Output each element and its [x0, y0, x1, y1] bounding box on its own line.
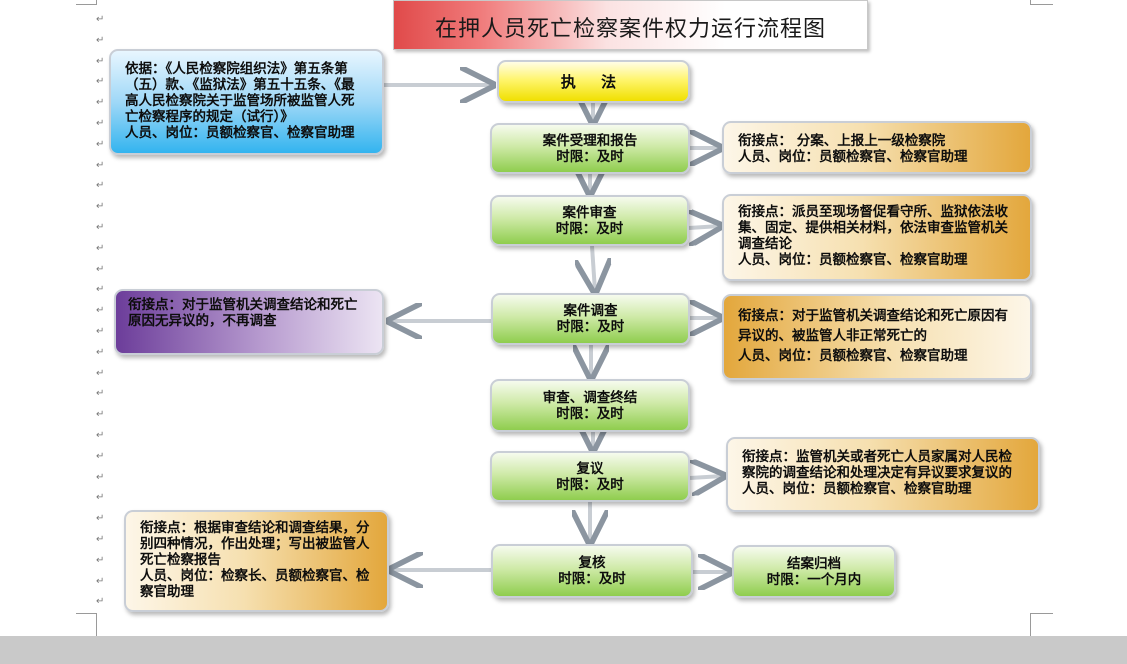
connector-s2-to-s3	[592, 245, 595, 291]
paragraph-mark: ↵	[96, 492, 105, 504]
basis-line: 人员、岗位：员额检察官、检察官助理	[125, 125, 355, 141]
step-name: 审查、调查终结	[542, 389, 638, 406]
paragraph-mark: ↵	[96, 429, 105, 441]
paragraph-mark: ↵	[96, 554, 105, 566]
exec-label: 执 法	[560, 72, 627, 91]
paragraph-mark: ↵	[96, 471, 105, 483]
paragraph-mark: ↵	[96, 513, 105, 525]
connector-s5-to-note4	[689, 476, 723, 478]
note-line: 衔接点：对于监管机关调查结论和死亡原因有	[738, 308, 1008, 324]
note-line: 人员、岗位：员额检察官、检察官助理	[742, 481, 972, 497]
note-line: 集、固定、提供相关材料，依法审查监管机关	[738, 220, 1008, 236]
basis-line: （五）款、《监狱法》第五十五条、《最	[125, 77, 355, 93]
note-investigate: 衔接点：对于监管机关调查结论和死亡原因有 异议的、被监管人非正常死亡的 人员、岗…	[722, 294, 1032, 380]
note-line: 衔接点： 分案、上报上一级检察院	[738, 133, 946, 149]
corner-mark-bottom-right	[1030, 613, 1053, 636]
note-line: 人员、岗位：员额检察官、检察官助理	[738, 348, 968, 364]
page-edge	[0, 636, 1127, 664]
paragraph-mark: ↵	[96, 533, 105, 545]
basis-line: 亡检察程序的规定（试行）》	[125, 109, 294, 125]
step-limit: 时限：及时	[556, 148, 624, 165]
paragraph-mark: ↵	[96, 305, 105, 317]
corner-mark-top-left	[76, 0, 97, 5]
note-line: 衔接点：对于监管机关调查结论和死亡	[128, 297, 358, 313]
step-review: 案件审查 时限：及时	[490, 195, 689, 246]
note-accept-report: 衔接点： 分案、上报上一级检察院 人员、岗位：员额检察官、检察官助理	[722, 121, 1032, 174]
paragraph-mark: ↵	[96, 180, 105, 192]
paragraph-mark: ↵	[96, 284, 105, 296]
note-handling: 衔接点：根据审查结论和调查结果，分 别四种情况，作出处理；写出被监管人 死亡检察…	[124, 510, 389, 612]
paragraph-mark: ↵	[96, 450, 105, 462]
step-limit: 时限：及时	[556, 405, 624, 422]
note-no-dispute: 衔接点：对于监管机关调查结论和死亡 原因无异议的，不再调查	[114, 289, 384, 355]
note-line: 察院的调查结论和处理决定有异议要求复议的	[742, 465, 1012, 481]
paragraph-mark: ↵	[96, 367, 105, 379]
note-line: 人员、岗位：检察长、员额检察官、检	[140, 568, 370, 584]
paragraph-mark: ↵	[96, 117, 105, 129]
paragraph-mark: ↵	[96, 138, 105, 150]
note-line: 衔接点：派员至现场督促看守所、监狱依法收	[738, 204, 1008, 220]
note-line: 人员、岗位：员额检察官、检察官助理	[738, 149, 968, 165]
note-line: 人员、岗位：员额检察官、检察官助理	[738, 252, 968, 268]
connector-s2-to-note2	[689, 226, 720, 228]
paragraph-mark: ↵	[96, 201, 105, 213]
basis-box: 依据：《人民检察院组织法》第五条第 （五）款、《监狱法》第五十五条、《最 高人民…	[109, 49, 384, 155]
step-name: 案件受理和报告	[542, 132, 638, 149]
step-name: 复议	[576, 460, 604, 477]
step-limit: 时限：及时	[556, 476, 624, 493]
step-name: 结案归档	[787, 555, 841, 572]
paragraph-mark: ↵	[96, 409, 105, 421]
paragraph-mark: ↵	[96, 346, 105, 358]
step-accept-report: 案件受理和报告 时限：及时	[490, 123, 690, 174]
step-conclude: 审查、调查终结 时限：及时	[490, 379, 690, 432]
paragraph-mark: ↵	[96, 34, 105, 46]
note-line: 别四种情况，作出处理；写出被监管人	[140, 536, 370, 552]
basis-line: 高人民检察院关于监管场所被监管人死	[125, 93, 355, 109]
paragraph-mark: ↵	[96, 97, 105, 109]
step-name: 复核	[578, 555, 606, 571]
paragraph-mark: ↵	[96, 325, 105, 337]
paragraph-mark: ↵	[96, 14, 105, 25]
paragraph-mark: ↵	[96, 55, 105, 67]
note-reconsider: 衔接点：监管机关或者死亡人员家属对人民检 察院的调查结论和处理决定有异议要求复议…	[726, 437, 1040, 512]
page-title: 在押人员死亡检察案件权力运行流程图	[434, 17, 826, 42]
paragraph-mark: ↵	[96, 242, 105, 254]
step-limit: 时限：及时	[558, 571, 626, 587]
note-line: 异议的、被监管人非正常死亡的	[738, 328, 927, 344]
paragraph-mark: ↵	[96, 159, 105, 171]
step-reconsider: 复议 时限：及时	[490, 451, 690, 502]
note-line: 原因无异议的，不再调查	[128, 313, 277, 329]
basis-line: 依据：《人民检察院组织法》第五条第	[125, 61, 348, 77]
step-recheck: 复核 时限：及时	[491, 544, 693, 598]
step-name: 案件调查	[563, 303, 618, 319]
note-line: 衔接点：监管机关或者死亡人员家属对人民检	[742, 449, 1012, 465]
paragraph-mark-column: ↵ ↵ ↵ ↵ ↵ ↵ ↵ ↵ ↵ ↵ ↵ ↵ ↵ ↵ ↵ ↵ ↵ ↵ ↵ ↵ …	[96, 10, 108, 613]
paragraph-mark: ↵	[96, 263, 105, 275]
paragraph-mark: ↵	[96, 388, 105, 400]
corner-mark-bottom-left	[76, 613, 97, 636]
note-line: 察官助理	[140, 584, 194, 600]
step-limit: 时限：及时	[555, 220, 624, 237]
corner-mark-top-right	[1030, 0, 1053, 5]
step-limit: 时限：一个月内	[766, 571, 862, 588]
note-line: 死亡检察报告	[140, 552, 221, 568]
step-investigate: 案件调查 时限：及时	[491, 293, 690, 345]
paragraph-mark: ↵	[96, 221, 105, 233]
note-line: 衔接点：根据审查结论和调查结果，分	[140, 520, 370, 536]
note-review: 衔接点：派员至现场督促看守所、监狱依法收 集、固定、提供相关材料，依法审查监管机…	[722, 194, 1032, 281]
paragraph-mark: ↵	[96, 596, 105, 608]
step-limit: 时限：及时	[556, 319, 625, 335]
note-line: 调查结论	[738, 236, 792, 252]
paragraph-mark: ↵	[96, 76, 105, 88]
title-banner: 在押人员死亡检察案件权力运行流程图	[393, 0, 868, 50]
exec-box: 执 法	[497, 60, 690, 103]
step-name: 案件审查	[562, 204, 617, 221]
paragraph-mark: ↵	[96, 575, 105, 587]
step-archive: 结案归档 时限：一个月内	[732, 545, 896, 598]
